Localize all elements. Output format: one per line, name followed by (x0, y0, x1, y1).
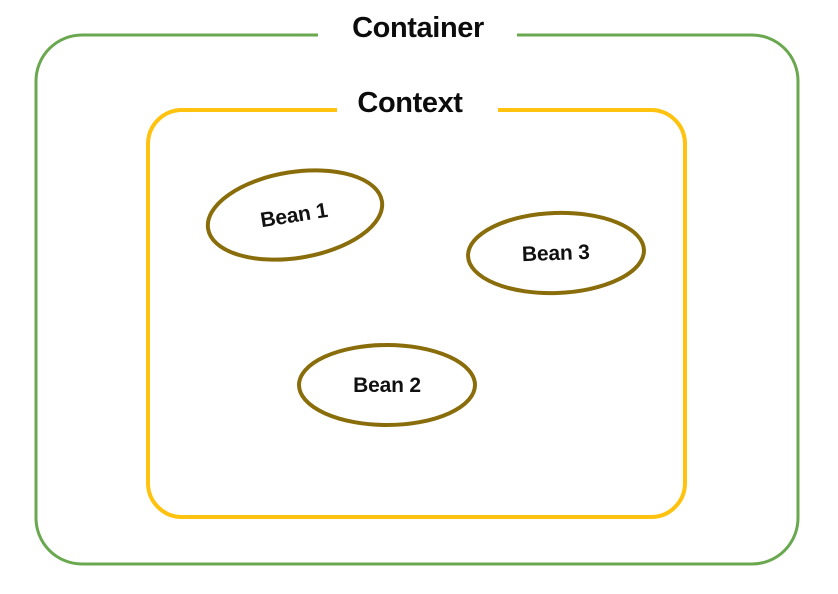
bean-ellipse[interactable] (466, 210, 646, 296)
bean-ellipse[interactable] (201, 159, 388, 271)
bean-label: Bean 2 (353, 374, 421, 397)
bean-node[interactable]: Bean 2 (297, 343, 477, 427)
bean-label: Bean 3 (522, 241, 590, 266)
bean-node[interactable]: Bean 1 (201, 159, 388, 271)
context-label: Context (357, 87, 463, 119)
bean-ellipse[interactable] (297, 343, 477, 427)
container-boundary (34, 33, 800, 566)
container-label: Container (352, 12, 484, 44)
context-boundary (146, 108, 687, 519)
bean-node[interactable]: Bean 3 (466, 210, 646, 296)
